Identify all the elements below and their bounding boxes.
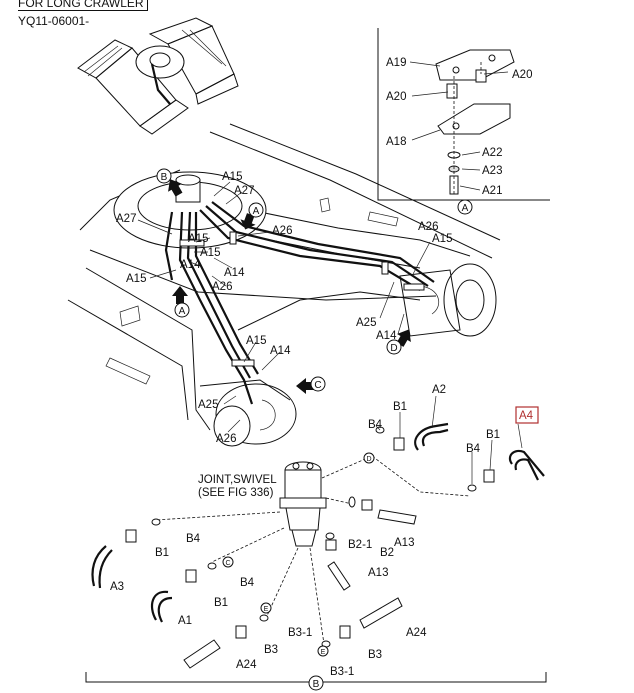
callout-letter: A	[179, 306, 186, 317]
view-direction-arrows	[168, 179, 411, 394]
part-label-b1: B1	[486, 429, 500, 441]
callout-letter: B	[313, 679, 320, 690]
callout-letter: A	[253, 206, 260, 217]
detail-b-labels: A4 JOINT,SWIVEL (SEE FIG 336) B1 A2 B4 B…	[110, 384, 539, 678]
callout-a-main-1: A	[248, 202, 264, 218]
part-label-a21: A21	[482, 185, 502, 197]
part-label-b1: B1	[155, 547, 169, 559]
callout-letter: C	[225, 560, 230, 567]
callout-e-detail-1: E	[260, 602, 272, 614]
callout-letter: E	[264, 606, 269, 613]
part-label-a20: A20	[512, 69, 532, 81]
part-label-a25: A25	[356, 317, 376, 329]
part-label-a26: A26	[212, 281, 232, 293]
part-label-b1: B1	[214, 597, 228, 609]
part-label-a13: A13	[368, 567, 388, 579]
part-label-a15: A15	[188, 233, 208, 245]
part-label-a27: A27	[234, 185, 254, 197]
highlighted-part-frame	[515, 406, 539, 424]
callout-letter: D	[366, 456, 371, 463]
callout-letter: C	[314, 380, 321, 391]
upper-frame-hose-routing	[67, 123, 501, 447]
part-label-a1: A1	[178, 615, 192, 627]
part-label-a20: A20	[386, 91, 406, 103]
part-label-b2-1: B2-1	[348, 539, 372, 551]
part-label-b3-1: B3-1	[288, 627, 312, 639]
callout-c-main: C	[310, 376, 326, 392]
main-view-labels: A15 A27 A27 A26 A15 A15 A14 A15 A14 A26 …	[116, 171, 452, 445]
part-label-a15: A15	[432, 233, 452, 245]
part-label-a14: A14	[270, 345, 291, 357]
part-label-a15: A15	[246, 335, 266, 347]
callout-d-detail: D	[363, 452, 375, 464]
label-leader-lines	[137, 61, 523, 484]
callout-letter: E	[321, 649, 326, 656]
part-label-a15: A15	[222, 171, 242, 183]
part-label-b1: B1	[393, 401, 407, 413]
swivel-joint-title: JOINT,SWIVEL	[198, 474, 277, 486]
part-label-b3-1: B3-1	[330, 666, 354, 678]
part-label-a24: A24	[236, 659, 257, 671]
part-label-a2: A2	[432, 384, 446, 396]
part-label-a26: A26	[216, 433, 236, 445]
swivel-joint-figure-ref: (SEE FIG 336)	[198, 487, 274, 499]
callout-a-main-2: A	[174, 302, 190, 318]
callout-e-detail-2: E	[317, 645, 329, 657]
callout-b-bottom: B	[308, 675, 324, 691]
part-label-a27: A27	[116, 213, 136, 225]
part-label-a24: A24	[406, 627, 427, 639]
part-label-a26: A26	[272, 225, 292, 237]
part-label-a13: A13	[394, 537, 414, 549]
part-label-a4-highlighted: A4	[519, 410, 534, 422]
part-label-b3: B3	[368, 649, 382, 661]
callout-b-main: B	[156, 168, 172, 184]
part-label-b4: B4	[368, 419, 383, 431]
callout-letter: D	[390, 343, 397, 354]
part-label-a22: A22	[482, 147, 502, 159]
part-label-a18: A18	[386, 136, 406, 148]
part-label-b4: B4	[240, 577, 255, 589]
part-label-b3: B3	[264, 644, 278, 656]
callout-letter: A	[462, 203, 469, 214]
detail-a-labels: A19 A20 A20 A18 A22 A23 A21	[386, 57, 532, 197]
part-label-a19: A19	[386, 57, 406, 69]
part-label-b2: B2	[380, 547, 394, 559]
part-label-a25: A25	[198, 399, 218, 411]
detail-b-swivel-fittings	[91, 422, 545, 669]
callout-c-detail: C	[222, 556, 234, 568]
callout-d-main: D	[386, 339, 402, 355]
part-label-a14: A14	[180, 259, 201, 271]
part-label-a15: A15	[200, 247, 220, 259]
part-label-b4: B4	[466, 443, 481, 455]
detail-a-clamp-assembly	[377, 28, 550, 201]
callout-letter: B	[161, 172, 168, 183]
part-label-a14: A14	[224, 267, 245, 279]
part-label-b4: B4	[186, 533, 201, 545]
part-label-a23: A23	[482, 165, 502, 177]
crawler-overview-thumbnail	[77, 17, 239, 135]
part-label-a26: A26	[418, 221, 438, 233]
part-label-a14: A14	[376, 330, 397, 342]
serial-range-label: YQ11-06001-	[18, 14, 90, 28]
part-label-a3: A3	[110, 581, 124, 593]
catalog-variant-title: FOR LONG CRAWLER	[18, 0, 148, 11]
part-label-a15: A15	[126, 273, 146, 285]
callout-a-detail: A	[457, 199, 473, 215]
